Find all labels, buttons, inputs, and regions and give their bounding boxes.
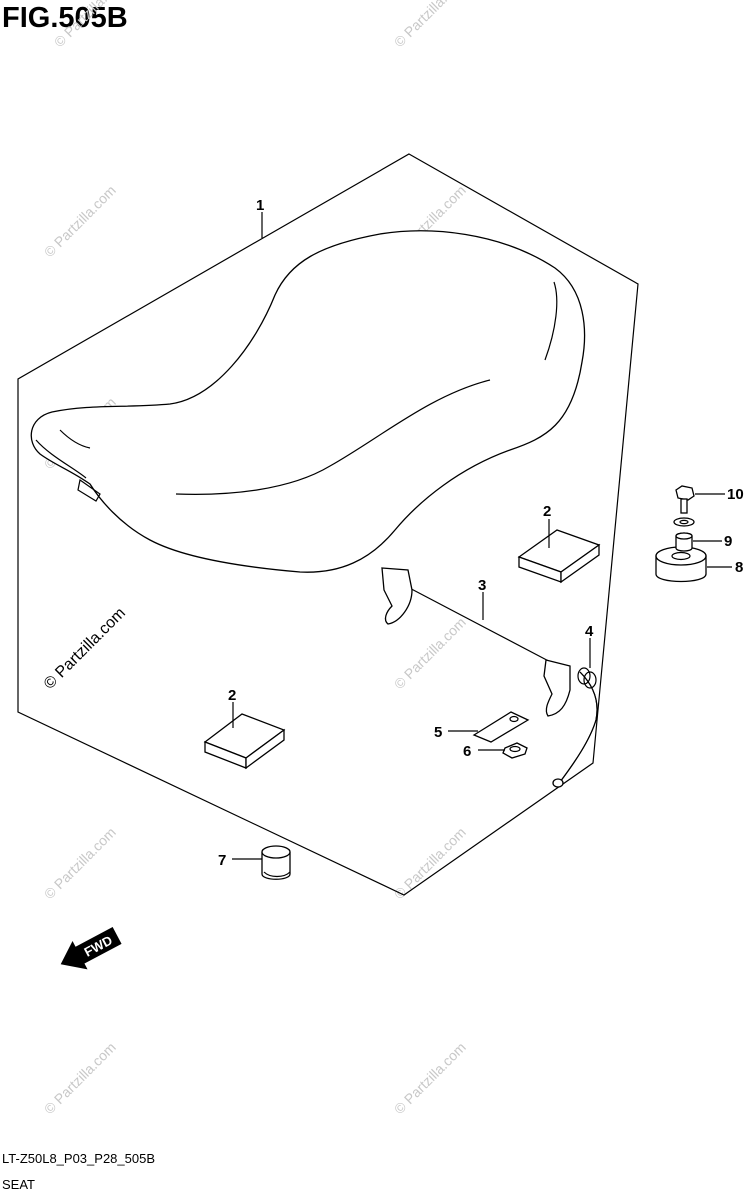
forward-arrow-icon: FWD: [60, 927, 122, 970]
callout-1: 1: [256, 197, 264, 214]
nut-part-6: [502, 742, 528, 759]
pad-part-2-lower: [203, 713, 286, 770]
callout-5: 5: [434, 724, 442, 741]
callouts: 1 2 2 3 4 5 6 7 8 9 10: [218, 197, 744, 869]
collar-part-9: [675, 532, 693, 552]
callout-2: 2: [543, 503, 551, 520]
grommet-part-8: [655, 546, 707, 583]
callout-3: 3: [478, 577, 486, 594]
watermark: © Partzilla.com: [391, 824, 469, 902]
figure-name: SEAT: [2, 1177, 35, 1192]
figure-code: LT-Z50L8_P03_P28_505B: [2, 1151, 155, 1166]
watermark: © Partzilla.com: [41, 182, 119, 260]
assembly-boundary: [17, 153, 639, 896]
callout-9: 9: [724, 533, 732, 550]
watermark: © Partzilla.com: [41, 1039, 119, 1117]
bolt-part-10: [675, 485, 695, 514]
callout-4: 4: [585, 623, 594, 640]
watermark: © Partzilla.com: [391, 0, 469, 50]
callout-7: 7: [218, 852, 226, 869]
callout-10: 10: [727, 486, 744, 503]
cushion-part-7: [261, 845, 291, 880]
callout-8: 8: [735, 559, 743, 576]
pad-part-2-upper: [517, 529, 601, 584]
callout-6: 6: [463, 743, 471, 760]
figure-title: FIG.505B: [2, 2, 128, 34]
watermark: © Partzilla.com: [391, 1039, 469, 1117]
watermark-prominent: © Partzilla.com: [41, 605, 129, 693]
watermark: © Partzilla.com: [51, 0, 129, 50]
callout-2: 2: [228, 687, 236, 704]
watermark: © Partzilla.com: [391, 614, 469, 692]
latch-rod-part-3: [381, 567, 598, 788]
seat-part-1: [30, 230, 586, 573]
plate-part-5: [472, 711, 530, 743]
watermark: © Partzilla.com: [41, 824, 119, 902]
spring-clip-part-4: [577, 667, 597, 689]
washer-icon: [673, 517, 695, 527]
leader-lines: [232, 212, 732, 860]
